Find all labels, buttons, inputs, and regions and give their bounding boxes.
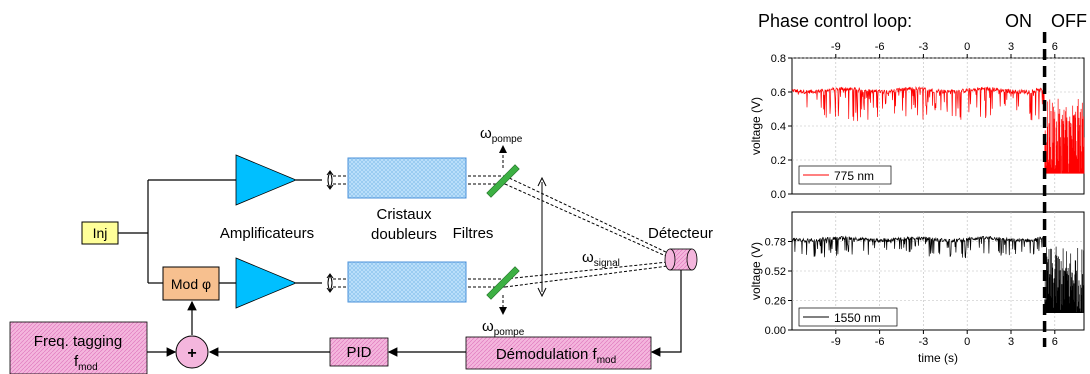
freq-tagging-label: Freq. tagging xyxy=(34,333,122,350)
x-tick-label: -3 xyxy=(919,41,929,53)
ylabel-bottom: voltage (V) xyxy=(749,242,763,300)
x-tick-label: -6 xyxy=(875,336,885,348)
x-tick-label: 0 xyxy=(964,41,970,53)
summing-junction-label: + xyxy=(187,345,196,362)
omega-pump-upper: ωpompe xyxy=(480,125,523,145)
trace-1550nm xyxy=(791,235,1085,313)
amplifier-upper xyxy=(235,154,298,206)
y-tick-label: 0.0 xyxy=(771,189,786,201)
panel-1550nm: 0.00 0.26 0.52 0.78 -9 -6 -3 0 3 6 1550 nm xyxy=(765,211,1085,348)
omega-pump-lower: ωpompe xyxy=(482,318,525,338)
lens-lower xyxy=(326,273,334,293)
phase-modulator-box xyxy=(162,266,220,301)
legend-775nm-label: 775 nm xyxy=(834,169,874,183)
crystal-upper xyxy=(347,157,467,199)
y-tick-label: 0.6 xyxy=(771,87,786,99)
filter-upper xyxy=(486,164,520,198)
x-tick-label: 3 xyxy=(1008,41,1014,53)
y-tick-label: 0.52 xyxy=(765,266,786,278)
phase-modulator-label: Mod φ xyxy=(171,276,211,292)
x-tick-label: 6 xyxy=(1052,336,1058,348)
inj-label: Inj xyxy=(93,225,108,241)
x-tick-label: -3 xyxy=(919,336,929,348)
off-label: OFF xyxy=(1051,11,1087,31)
y-tick-label: 0.2 xyxy=(771,155,786,167)
amplifiers-label: Amplificateurs xyxy=(220,225,314,242)
amplifier-lower xyxy=(235,257,298,309)
trace-775nm xyxy=(791,86,1085,174)
filter-lower xyxy=(486,266,520,300)
y-tick-label: 0.00 xyxy=(765,325,786,337)
detector-icon xyxy=(664,248,698,271)
phase-control-plot: Phase control loop: ON OFF 0.00.20.40.60… xyxy=(749,11,1087,365)
x-tick-label: -6 xyxy=(875,41,885,53)
ylabel-top: voltage (V) xyxy=(749,97,763,155)
lens-upper xyxy=(326,170,334,190)
detector-to-demod-line xyxy=(650,270,682,357)
x-tick-label: -9 xyxy=(831,41,841,53)
x-tick-label: 6 xyxy=(1052,41,1058,53)
y-tick-label: 0.26 xyxy=(765,296,786,308)
panel-775nm: 0.0 0.2 0.4 0.6 0.8 -9 -6 -3 0 3 6 775 nm xyxy=(771,41,1085,201)
panel-775nm-y-ticks: 0.0 0.2 0.4 0.6 0.8 xyxy=(771,53,792,201)
crystal-lower xyxy=(347,261,467,303)
optical-setup-diagram: Inj Mod φ Amplificateurs Cristaux xyxy=(9,125,713,374)
inj-box xyxy=(81,221,119,245)
panel-1550nm-grid xyxy=(792,212,1084,330)
demodulation-box xyxy=(465,336,652,370)
pid-box xyxy=(329,337,389,367)
legend-1550nm-label: 1550 nm xyxy=(834,311,881,325)
panel-1550nm-y-ticks: 0.00 0.26 0.52 0.78 xyxy=(765,237,792,337)
freq-tagging-fmod: fmod xyxy=(74,353,98,373)
y-tick-label: 0.8 xyxy=(771,53,786,65)
pid-label: PID xyxy=(346,344,371,361)
legend-775nm: 775 nm xyxy=(798,165,892,185)
x-tick-label: 0 xyxy=(964,336,970,348)
filters-label: Filtres xyxy=(453,225,494,242)
on-label: ON xyxy=(1005,11,1032,31)
detector-label: Détecteur xyxy=(648,225,713,242)
crystals-label-line2: doubleurs xyxy=(371,226,437,243)
summing-junction xyxy=(175,335,209,369)
y-tick-label: 0.4 xyxy=(771,121,786,133)
freq-tagging-box xyxy=(9,321,148,374)
xlabel: time (s) xyxy=(918,351,958,365)
plot-title: Phase control loop: xyxy=(758,11,912,31)
x-tick-label: 3 xyxy=(1008,336,1014,348)
demodulation-label: Démodulation fmod xyxy=(496,346,616,366)
legend-1550nm: 1550 nm xyxy=(798,307,898,327)
crystals-label-line1: Cristaux xyxy=(376,206,432,223)
panel-1550nm-x-ticks: -9 -6 -3 0 3 6 xyxy=(831,330,1058,348)
y-tick-label: 0.78 xyxy=(765,237,786,249)
panel-775nm-top-x-ticks: -9 -6 -3 0 3 6 xyxy=(831,41,1058,58)
omega-signal-label: ωsignal xyxy=(582,249,620,269)
x-tick-label: -9 xyxy=(831,336,841,348)
